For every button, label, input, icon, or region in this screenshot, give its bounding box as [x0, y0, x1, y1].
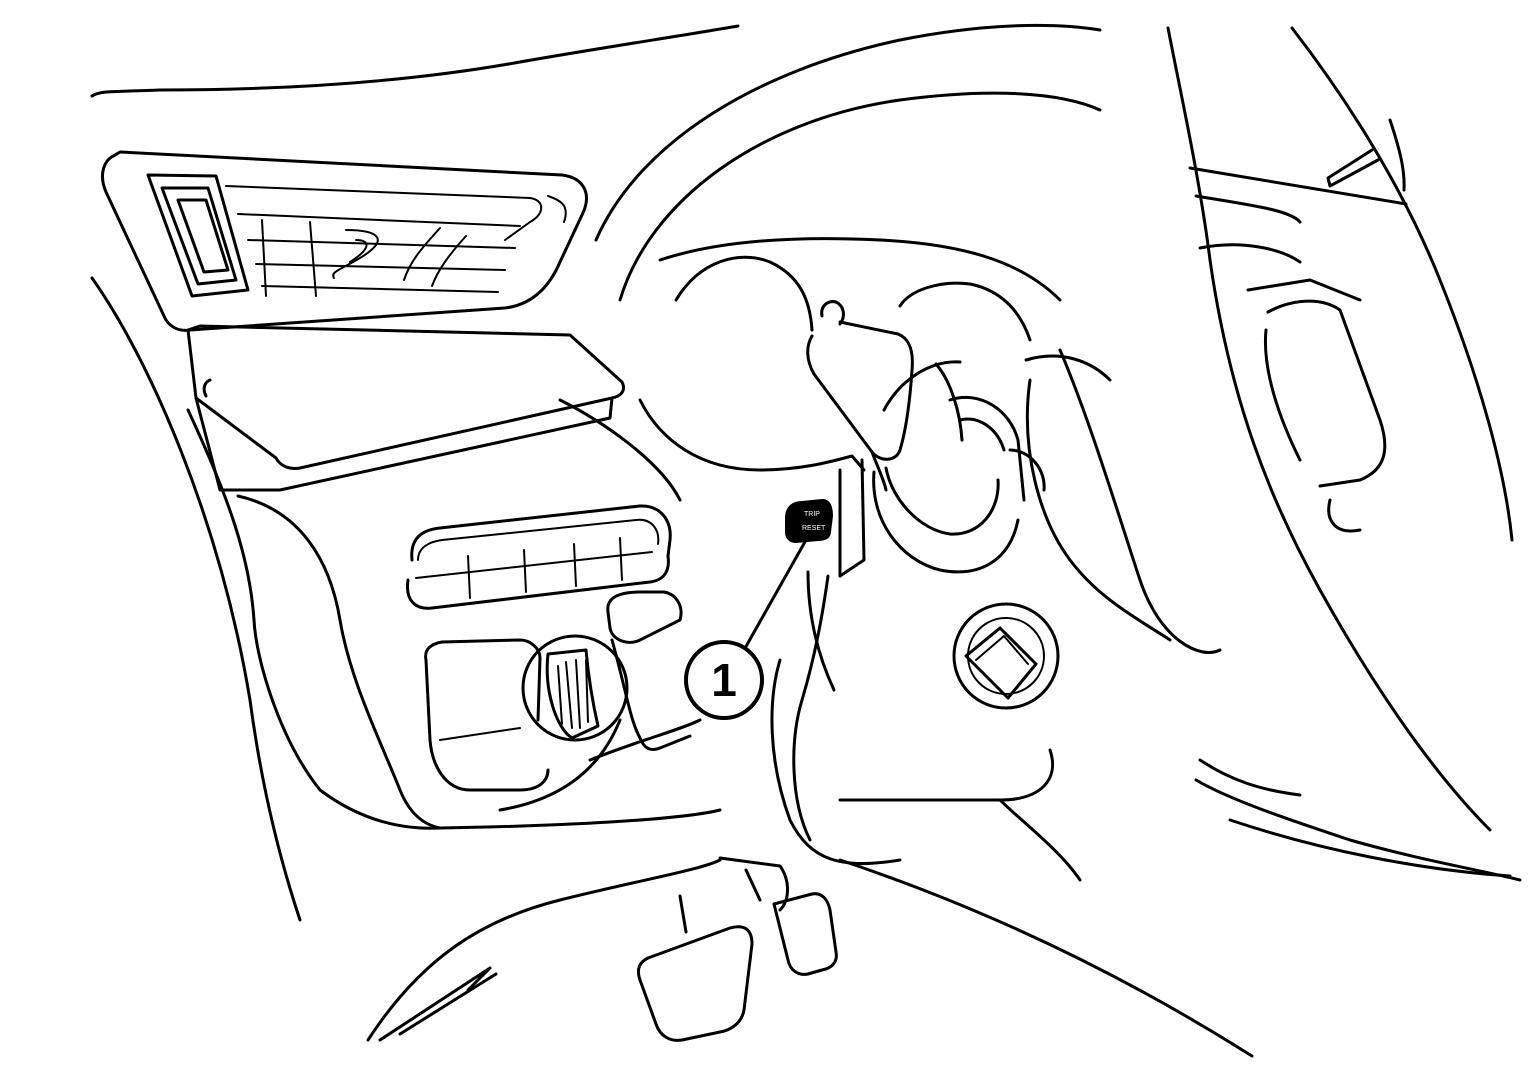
air-vent: [101, 150, 588, 332]
callout-leader-line: [742, 538, 808, 652]
steering-wheel: [1166, 26, 1522, 882]
light-control-panel: [424, 590, 702, 812]
steering-column-cover: [638, 398, 902, 866]
dashboard-top-edge: [90, 24, 740, 922]
ignition-area: [872, 348, 1222, 654]
switch-label-trip: TRIP: [804, 511, 820, 518]
switch-label-reset: RESET: [802, 525, 826, 532]
instrument-panel-lower: [186, 398, 722, 830]
callout-circle: [684, 640, 764, 720]
trip-reset-switch[interactable]: TRIP RESET: [785, 498, 834, 544]
column-knob: [952, 602, 1060, 710]
callout-1: 1: [684, 640, 764, 720]
column-lower-shroud: [838, 748, 1302, 882]
meter-hood: [594, 23, 1102, 342]
combination-switch-stalk: [806, 300, 964, 492]
pedals: [636, 856, 838, 1042]
floor-lines: [366, 858, 1254, 1058]
upper-trim-panel: [186, 324, 626, 492]
callout-number: 1: [711, 654, 737, 706]
switch-bank: [405, 504, 672, 610]
